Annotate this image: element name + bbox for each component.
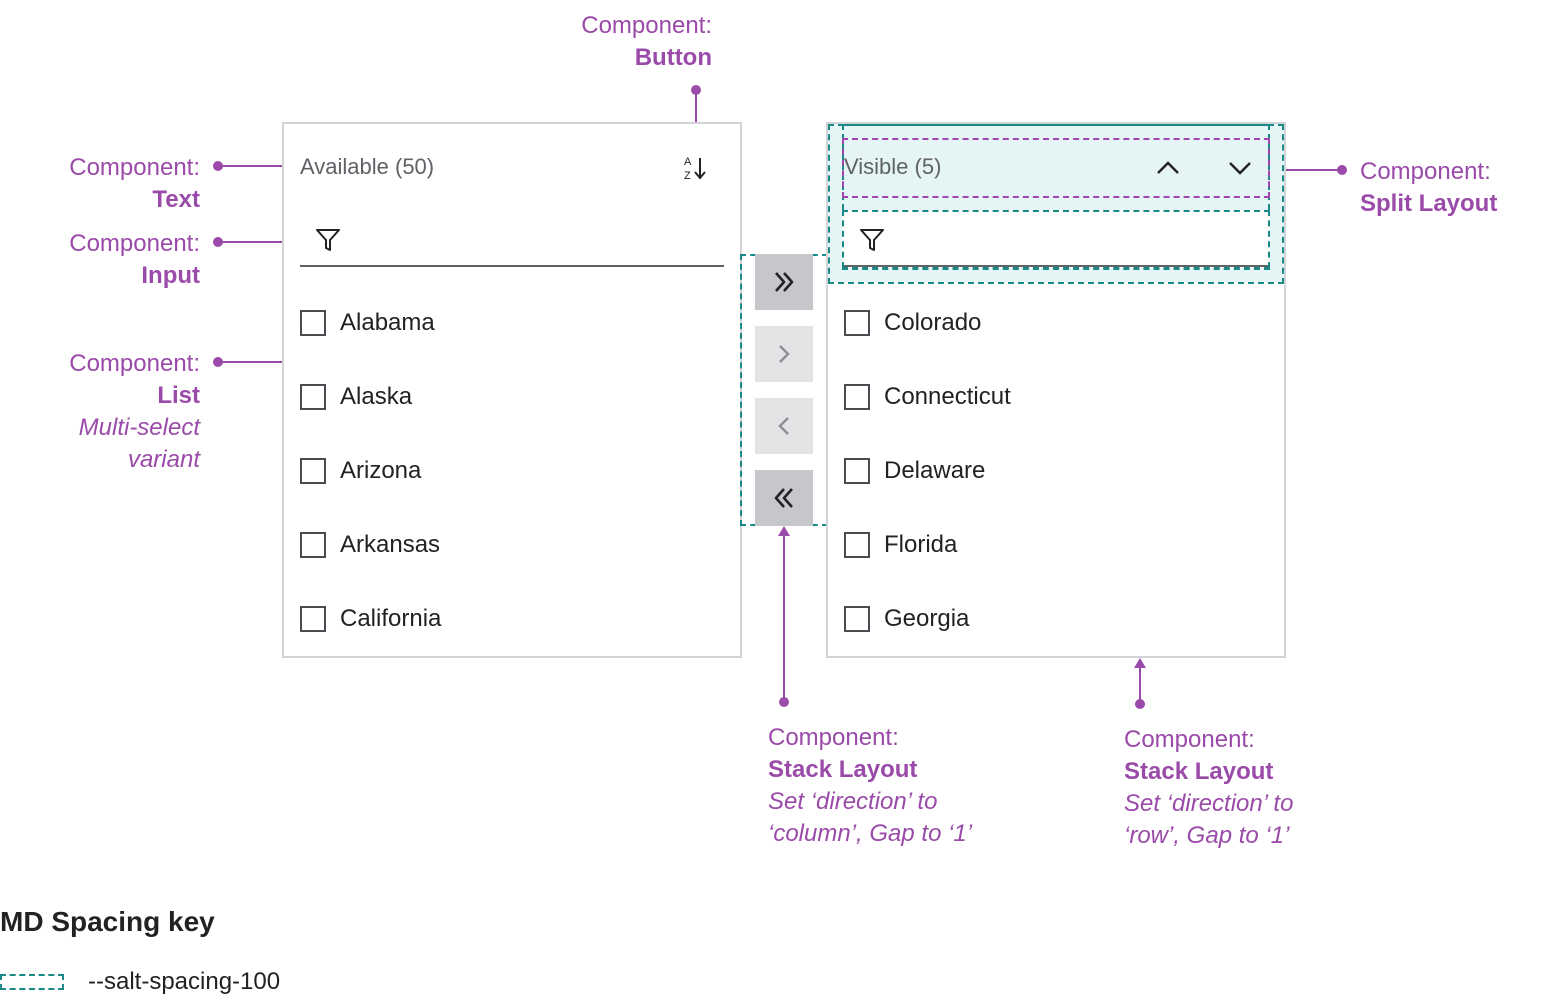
list-item[interactable]: Arizona bbox=[300, 455, 421, 487]
list-item-label: Colorado bbox=[884, 309, 982, 336]
available-filter-input[interactable] bbox=[350, 222, 720, 262]
list-item-label: Delaware bbox=[884, 457, 986, 484]
annotation-name: Text bbox=[152, 186, 200, 213]
annotation-label: Component: bbox=[69, 230, 200, 257]
list-item[interactable]: Georgia bbox=[844, 603, 969, 635]
spacing-key-title: MD Spacing key bbox=[0, 906, 215, 937]
list-item-label: Florida bbox=[884, 531, 958, 558]
annotation-note: Set ‘direction’ to bbox=[768, 788, 938, 815]
list-item-label: Connecticut bbox=[884, 383, 1011, 410]
annotation-label: Component: bbox=[768, 724, 899, 751]
svg-text:Z: Z bbox=[684, 170, 691, 182]
annotation-name: Split Layout bbox=[1360, 190, 1498, 217]
list-item-label: Georgia bbox=[884, 605, 970, 632]
chevron-down-icon[interactable] bbox=[1224, 152, 1256, 184]
annotation-name: List bbox=[157, 382, 200, 409]
checkbox[interactable] bbox=[300, 310, 326, 336]
checkbox[interactable] bbox=[844, 384, 870, 410]
annotation-note: Set ‘direction’ to bbox=[1124, 790, 1294, 817]
move-left-button[interactable] bbox=[755, 398, 813, 454]
available-panel bbox=[282, 122, 742, 658]
list-item[interactable]: California bbox=[300, 603, 441, 635]
filter-icon bbox=[858, 226, 886, 254]
move-all-left-icon bbox=[774, 488, 793, 508]
move-all-right-icon bbox=[775, 272, 794, 292]
annotation-button: Component: Button bbox=[520, 10, 712, 74]
split-layout-outline bbox=[842, 138, 1270, 198]
annotation-label: Component: bbox=[69, 350, 200, 377]
list-item-label: Alabama bbox=[340, 309, 435, 336]
visible-filter-input[interactable] bbox=[894, 222, 1264, 262]
list-item[interactable]: Arkansas bbox=[300, 529, 440, 561]
list-item-label: California bbox=[340, 605, 442, 632]
list-item[interactable]: Delaware bbox=[844, 455, 985, 487]
annotation-label: Component: bbox=[1124, 726, 1255, 753]
list-item[interactable]: Florida bbox=[844, 529, 957, 561]
spacing-key-swatch bbox=[0, 974, 64, 990]
checkbox[interactable] bbox=[844, 310, 870, 336]
annotation-name: Input bbox=[141, 262, 200, 289]
move-all-left-button[interactable] bbox=[755, 470, 813, 526]
annotation-name: Button bbox=[634, 44, 712, 71]
annotation-list: Component: List Multi-select variant bbox=[20, 348, 200, 476]
checkbox[interactable] bbox=[844, 606, 870, 632]
annotation-stack-layout-column: Component: Stack Layout Set ‘direction’ … bbox=[768, 722, 1028, 850]
move-all-right-button[interactable] bbox=[755, 254, 813, 310]
checkbox[interactable] bbox=[300, 458, 326, 484]
checkbox[interactable] bbox=[844, 458, 870, 484]
list-item[interactable]: Connecticut bbox=[844, 381, 1011, 413]
spacing-key-label: --salt-spacing-100 bbox=[88, 968, 281, 995]
annotation-text: Component: Text bbox=[20, 152, 200, 216]
annotation-label: Component: bbox=[69, 154, 200, 181]
sort-az-icon[interactable]: A Z bbox=[680, 152, 712, 184]
list-item[interactable]: Alabama bbox=[300, 307, 435, 339]
annotation-label: Component: bbox=[581, 12, 712, 39]
annotation-split-layout: Component: Split Layout bbox=[1360, 156, 1550, 220]
visible-title: Visible (5) bbox=[844, 154, 942, 179]
list-item-label: Arizona bbox=[340, 457, 422, 484]
move-right-icon bbox=[779, 345, 790, 363]
checkbox[interactable] bbox=[300, 532, 326, 558]
list-item-label: Alaska bbox=[340, 383, 413, 410]
svg-text:A: A bbox=[684, 156, 692, 168]
annotation-note: variant bbox=[127, 446, 200, 473]
available-title: Available (50) bbox=[300, 154, 435, 179]
list-item[interactable]: Colorado bbox=[844, 307, 981, 339]
annotation-name: Stack Layout bbox=[1124, 758, 1274, 785]
annotation-name: Stack Layout bbox=[768, 756, 918, 783]
annotation-stack-layout-row: Component: Stack Layout Set ‘direction’ … bbox=[1124, 724, 1384, 852]
checkbox[interactable] bbox=[300, 606, 326, 632]
annotation-note: Multi-select bbox=[78, 414, 200, 441]
checkbox[interactable] bbox=[844, 532, 870, 558]
filter-icon bbox=[314, 226, 342, 254]
annotation-input: Component: Input bbox=[20, 228, 200, 292]
move-left-icon bbox=[778, 417, 789, 435]
list-item-label: Arkansas bbox=[340, 531, 441, 558]
annotation-note: ‘column’, Gap to ‘1’ bbox=[768, 820, 973, 847]
chevron-up-icon[interactable] bbox=[1152, 152, 1184, 184]
input-underline bbox=[844, 265, 1268, 267]
annotation-label: Component: bbox=[1360, 158, 1491, 185]
input-underline bbox=[300, 265, 724, 267]
move-right-button[interactable] bbox=[755, 326, 813, 382]
list-item[interactable]: Alaska bbox=[300, 381, 412, 413]
checkbox[interactable] bbox=[300, 384, 326, 410]
annotation-note: ‘row’, Gap to ‘1’ bbox=[1124, 822, 1290, 849]
input-spacing-outline bbox=[842, 210, 1270, 268]
